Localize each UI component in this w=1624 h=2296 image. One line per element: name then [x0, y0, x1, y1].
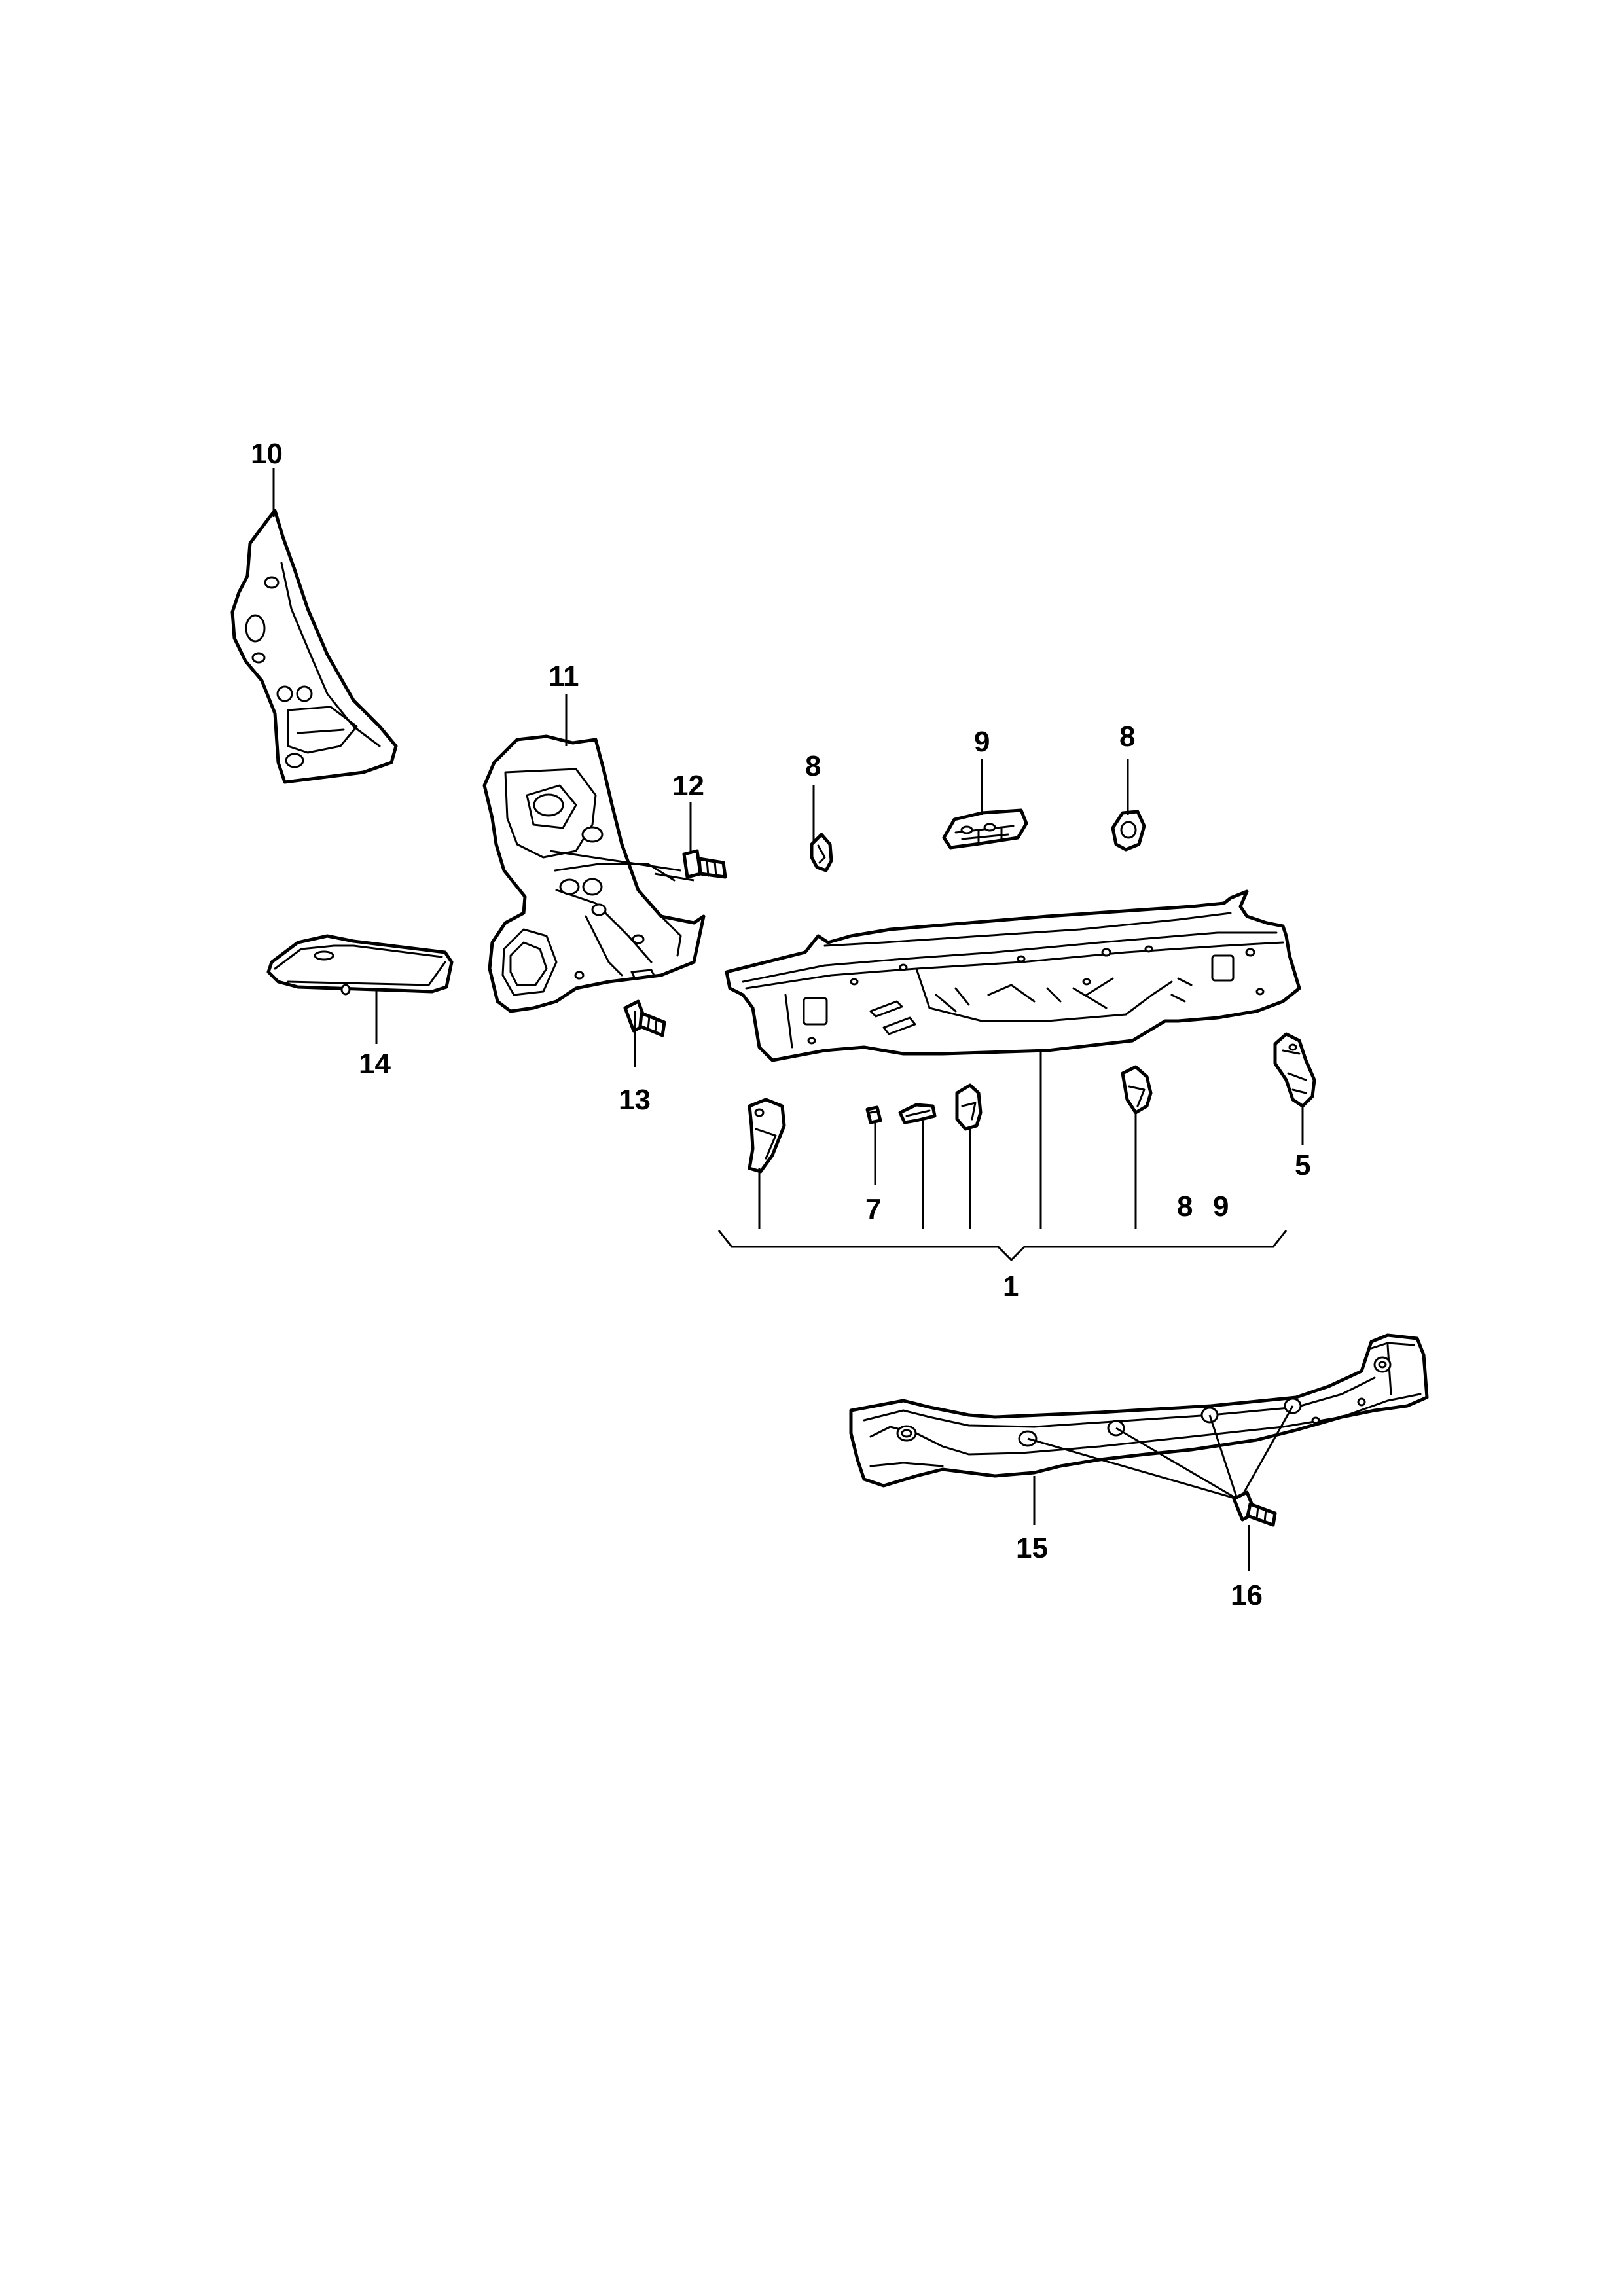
part-1-sub-bracket-right — [1121, 1065, 1153, 1115]
callout-1: 1 — [1003, 1270, 1019, 1302]
part-13-bolt — [623, 999, 666, 1037]
callout-15: 15 — [1016, 1532, 1048, 1564]
callout-7: 7 — [865, 1193, 881, 1225]
part-8-clip-top-left — [810, 833, 833, 872]
part-9-bracket-top — [942, 808, 1028, 850]
part-1-sub-bracket-middle — [955, 1083, 983, 1131]
callout-8-top-left: 8 — [805, 750, 821, 782]
callout-16: 16 — [1231, 1579, 1263, 1611]
callout-10: 10 — [251, 438, 283, 470]
callout-5: 5 — [1295, 1149, 1310, 1181]
part-16-bolt — [1232, 1490, 1277, 1527]
callout-8-bottom: 8 — [1177, 1191, 1193, 1223]
callout-12: 12 — [672, 770, 704, 802]
part-12-bolt — [682, 849, 727, 879]
callout-11: 11 — [549, 660, 579, 692]
callout-9-bottom: 9 — [1213, 1191, 1229, 1223]
part-7-clip — [865, 1105, 882, 1124]
callout-9-top: 9 — [974, 726, 990, 758]
part-1-sub-bracket-left — [748, 1098, 786, 1174]
callouts: 10 11 12 13 14 8 9 8 5 7 8 9 1 15 16 — [251, 438, 1310, 1611]
callout-8-top-right: 8 — [1119, 721, 1135, 753]
callout-14: 14 — [359, 1048, 391, 1080]
part-1-rear-panel — [725, 889, 1301, 1062]
part-8-plate-top-right — [1111, 810, 1146, 852]
callout-13: 13 — [619, 1084, 651, 1116]
part-1-sub-clip — [898, 1103, 937, 1124]
part-14-bracket — [266, 934, 454, 996]
group-bracket-1 — [717, 1230, 1288, 1262]
leader-lines — [272, 468, 1304, 1571]
part-11-inner-panel — [482, 734, 706, 1013]
part-15-sill — [849, 1333, 1429, 1500]
part-5-bracket — [1273, 1032, 1316, 1108]
part-10-pillar-panel — [230, 509, 398, 784]
